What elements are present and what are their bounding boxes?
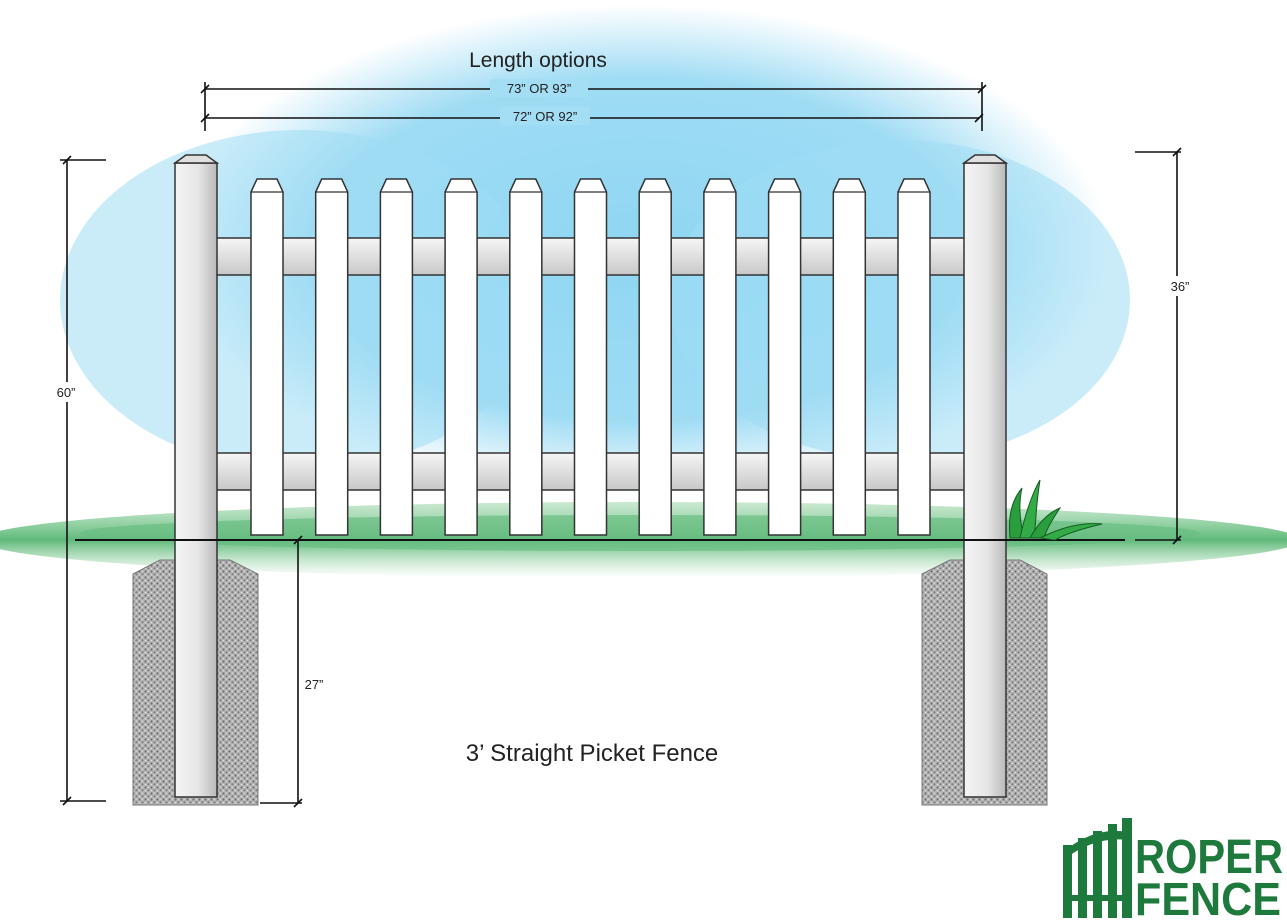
picket [314,178,349,536]
picket [767,178,802,536]
inner-length-dimension: 72” OR 92” [200,107,984,125]
outer-length-dimension: 73” OR 93” [200,79,987,131]
picket [379,178,414,536]
pickets [250,178,931,536]
picket [897,178,931,536]
post-left [172,154,220,798]
picket [832,178,867,536]
total-height-label: 60” [57,385,76,400]
post-right [961,154,1009,798]
above-ground-height-dimension: 36” [1135,147,1196,545]
picket [573,178,608,536]
logo-line-fence: FENCE [1135,873,1281,920]
picket [444,178,478,536]
diagram-title: 3’ Straight Picket Fence [466,740,719,767]
outer-length-label: 73” OR 93” [507,81,571,96]
below-ground-depth-label: 27” [305,677,324,692]
logo-line-roper: ROPER [1135,831,1283,884]
picket [703,178,737,536]
gate-icon [1063,818,1132,918]
picket [250,178,284,536]
grass-tuft-icon [1009,479,1103,541]
total-height-dimension: 60” [48,155,106,806]
length-options-heading: Length options [469,49,607,72]
inner-length-label: 72” OR 92” [513,109,577,124]
below-ground-depth-dimension: 27” [260,535,332,808]
roper-fence-logo: ROPER FENCE [1063,818,1283,920]
picket [638,178,672,536]
picket [509,178,543,536]
above-ground-height-label: 36” [1171,279,1190,294]
